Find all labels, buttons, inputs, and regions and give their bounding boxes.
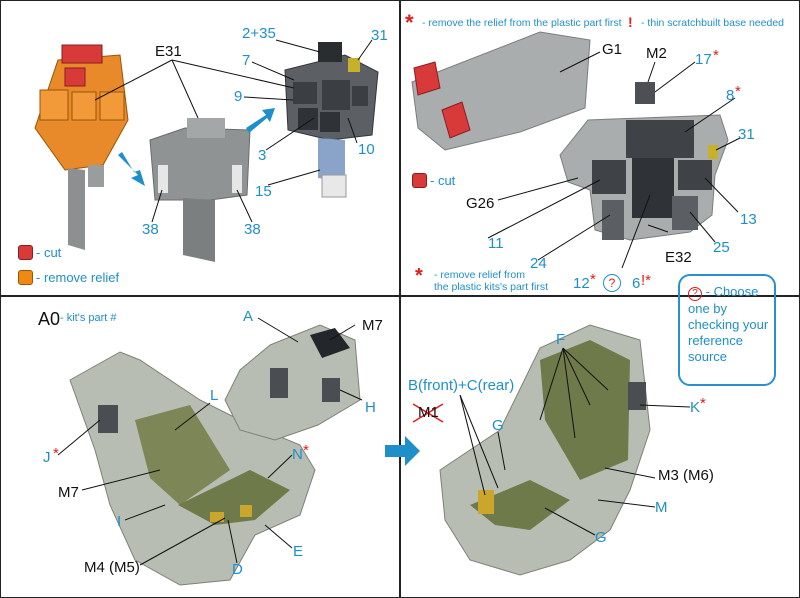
note-exclaim: ! [628,14,633,30]
label-17-mark: * [713,47,719,64]
label-b-front-c-rear: B(front)+C(rear) [408,377,515,394]
leader-lines-tl [94,39,373,223]
label-j: J [43,449,51,466]
label-l: L [210,387,219,404]
label-g26: G26 [466,195,495,212]
label-13: 13 [740,211,757,228]
label-h: H [365,399,376,416]
leader-lines-tr [487,51,741,269]
label-m1: M1 [418,404,439,421]
m1-strike [412,403,444,423]
legend-cut-swatch-tr [412,173,427,188]
label-g1: G1 [602,41,623,58]
note-thin-base: - thin scratchbuilt base needed [641,17,785,29]
label-10: 10 [358,141,375,158]
coaming-part-g1 [411,31,591,151]
pe-panel-part [284,42,379,198]
leader-lines-br [459,347,691,536]
horizontal-divider [0,295,800,297]
label-k-mark: * [700,395,706,412]
bottom-note-line1: - remove relief from [434,269,526,281]
label-j-mark: * [53,445,59,462]
legend-relief-swatch [18,270,33,285]
kit-part-note: - kit's part # [60,312,117,324]
label-m3-m6: M3 (M6) [658,467,714,484]
flow-arrow [385,436,420,466]
label-e: E [293,543,304,560]
note-asterisk: * [405,10,414,35]
label-g-top: G [492,417,504,434]
label-n: N [292,446,303,463]
label-6-mark: !* [641,272,652,289]
question-icon: ? [688,287,702,301]
label-7: 7 [242,52,251,69]
label-i: I [117,513,122,530]
orange-panel-part [34,44,129,250]
label-24: 24 [530,255,547,272]
flow-arrow [246,108,275,133]
label-m2: M2 [646,45,667,62]
label-8-mark: * [735,83,741,100]
label-38-right: 38 [244,221,261,238]
label-e31: E31 [155,43,182,60]
bottom-note-line2: the plastic kits's part first [434,281,549,293]
ejection-seat-right [439,324,651,576]
legend-cut-swatch [18,245,33,260]
label-f: F [556,331,566,348]
ejection-seat-left [69,351,316,586]
label-12: 12 [573,275,590,292]
label-2-35: 2+35 [242,25,276,42]
legend-cut-text: - cut [36,245,62,260]
label-11: 11 [488,235,504,252]
label-m7-top: M7 [362,317,383,334]
label-31: 31 [371,27,388,44]
label-a0: A0 [38,309,61,329]
choose-source-callout: ? - Choose one by checking your referenc… [678,274,776,386]
label-17: 17 [695,51,712,68]
label-9: 9 [234,88,243,105]
label-25: 25 [713,239,730,256]
label-d: D [232,561,243,578]
leader-lines-bl [57,317,363,566]
label-e32: E32 [665,249,692,266]
label-38-left: 38 [142,221,159,238]
label-n-mark: * [303,442,309,459]
legend-relief-text: - remove relief [36,270,120,285]
label-g-bottom: G [595,529,607,546]
label-k: K [690,399,701,416]
seat-headrest-detail [224,324,361,441]
label-31-tr: 31 [738,126,755,143]
question-circle: ? [603,274,621,292]
callout-text: - Choose one by checking your reference … [688,284,769,364]
panel-assembly-g26 [559,82,729,241]
label-m4-m5: M4 (M5) [84,559,140,576]
vertical-divider [399,0,401,598]
legend-cut-text-tr: - cut [430,173,456,188]
label-m7: M7 [58,484,79,501]
label-m: M [655,499,668,516]
flow-arrow [118,152,145,186]
label-6: 6 [632,275,641,292]
gray-panel-part [149,118,251,262]
note-remove-relief: - remove the relief from the plastic par… [422,17,622,29]
label-a: A [243,308,254,325]
label-15: 15 [255,183,272,200]
label-12-mark: * [590,271,596,288]
label-3: 3 [258,147,267,164]
bottom-note-asterisk: * [415,265,423,287]
label-8: 8 [726,87,735,104]
